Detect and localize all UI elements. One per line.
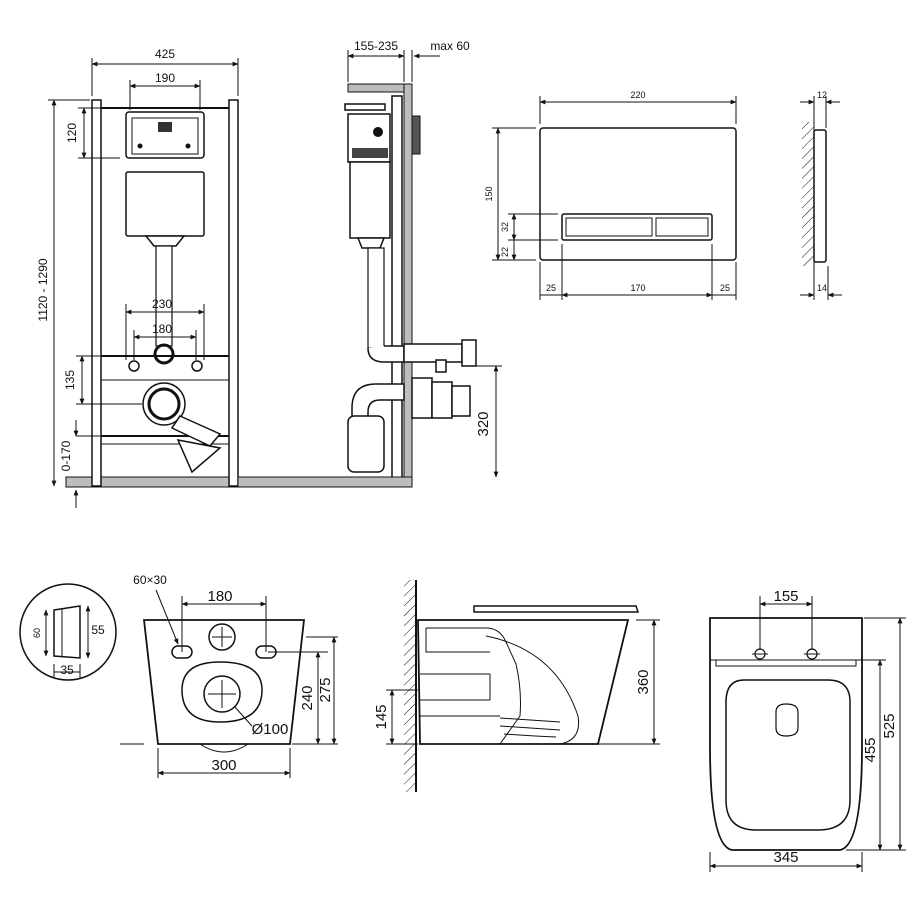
dim-bowl-height-outer: 275	[317, 677, 334, 702]
bowl-top-inner-rim	[725, 679, 851, 831]
side-wall-top	[347, 83, 405, 93]
dim-detail-inner: 55	[91, 623, 105, 637]
fixing-detail-view: 60 55 35	[19, 583, 117, 681]
flush-buttons-frame	[561, 213, 713, 241]
dim-plate-width: 220	[630, 90, 645, 100]
flush-plate-front-view: 220 150 32 22 25 170 25	[484, 90, 737, 300]
label-slot-size: 60×30	[133, 573, 167, 587]
bowl-top-view: 155 455 525 345	[709, 588, 906, 872]
dim-left-margin: 25	[546, 283, 556, 293]
flush-pipe-outlet	[153, 343, 175, 365]
flush-plate-side-view: 12 14	[800, 90, 842, 300]
cistern-tank	[125, 171, 205, 237]
dim-plate-depth-top: 12	[817, 90, 827, 100]
dim-outlet-height: 135	[63, 370, 77, 390]
dim-plate-height: 120	[65, 123, 79, 143]
dim-bolt-inner-spacing: 180	[152, 322, 172, 336]
dim-fixing-hole-spacing: 180	[207, 588, 232, 605]
dim-plate-depth-bottom: 14	[817, 283, 827, 293]
dim-right-margin: 25	[720, 283, 730, 293]
frame-upright-right	[228, 99, 239, 487]
side-wall-section	[403, 83, 413, 487]
dim-side-outlet-height: 320	[475, 411, 492, 436]
dim-max-depth: max 60	[430, 39, 470, 53]
flush-connector	[403, 343, 463, 363]
flush-mechanism-opening	[131, 117, 199, 155]
dim-top-hole-spacing: 155	[773, 588, 798, 605]
bowl-side-view: 360 145	[373, 580, 660, 792]
frame-upright-left	[91, 99, 102, 487]
bowl-seat-lid	[473, 605, 640, 613]
side-cistern	[349, 161, 391, 239]
dim-button-width: 170	[630, 283, 645, 293]
frame-front-view: 425 190 120 1120 - 1290 230 180 135 0-17…	[36, 47, 413, 508]
dim-frame-height-range: 1120 - 1290	[36, 258, 50, 321]
dim-frame-width: 425	[155, 47, 175, 61]
dim-top-width: 345	[773, 849, 798, 866]
bowl-front-view: 60×30 180 240 275 Ø100 300	[120, 573, 338, 778]
dim-plate-height: 150	[484, 186, 494, 201]
dim-outlet-diameter: Ø100	[252, 721, 289, 738]
dim-plate-width: 190	[155, 71, 175, 85]
flush-plate-outline	[539, 127, 737, 261]
flush-valve-icon	[158, 122, 172, 132]
plate-side-profile	[813, 129, 827, 263]
flush-mechanism-frame	[125, 111, 205, 159]
side-flush-pipe	[367, 247, 385, 349]
dim-bowl-height-inner: 240	[299, 685, 316, 710]
dim-button-offset: 22	[500, 247, 510, 257]
dim-detail-outer: 60	[32, 628, 42, 638]
dim-detail-depth: 35	[60, 663, 74, 677]
dim-button-height: 32	[500, 222, 510, 232]
dim-bowl-side-height: 360	[635, 669, 652, 694]
bowl-side-outline	[417, 619, 630, 745]
frame-side-view: 155-235 max 60 320	[237, 39, 502, 488]
dim-bolt-outer-spacing: 230	[152, 297, 172, 311]
mounting-bolt-left	[128, 360, 140, 372]
dim-leg-adjustment: 0-170	[59, 440, 73, 471]
dim-top-depth-inner: 455	[862, 737, 879, 762]
dim-wall-depth: 155-235	[354, 39, 398, 53]
bowl-drain-opening	[775, 703, 799, 737]
dim-side-outlet-height: 145	[373, 704, 390, 729]
flush-button-large[interactable]	[565, 217, 653, 237]
dim-bowl-width: 300	[211, 757, 236, 774]
dim-top-depth-outer: 525	[881, 713, 898, 738]
waste-adapter	[411, 377, 433, 419]
side-frame-post	[391, 95, 403, 487]
detail-sleeve	[53, 605, 81, 659]
flush-button-small[interactable]	[655, 217, 709, 237]
mounting-bolt-right	[191, 360, 203, 372]
